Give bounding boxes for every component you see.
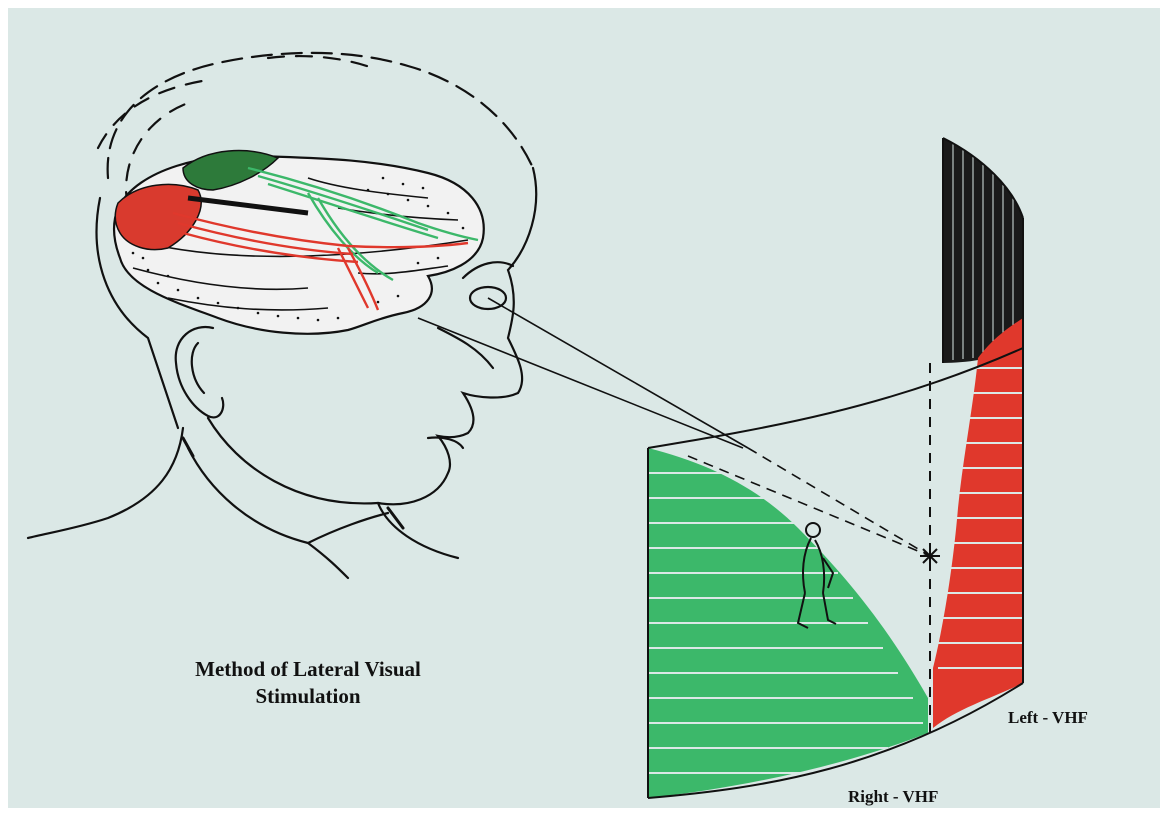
collar-shade (183, 438, 403, 528)
collar (188, 448, 388, 578)
brow (463, 262, 513, 278)
diagram-title: Method of Lateral Visual Stimulation (138, 656, 478, 710)
left-vhf-label: Left - VHF (1008, 708, 1088, 728)
visual-field-screen (648, 138, 1023, 798)
right-vhf-label: Right - VHF (848, 787, 938, 807)
title-line-2: Stimulation (138, 683, 478, 710)
lower-sight-line (418, 318, 743, 448)
illustration-sheet: Method of Lateral Visual Stimulation Lef… (8, 8, 1160, 808)
jaw-line (208, 418, 378, 503)
nose-bridge (438, 328, 493, 368)
ear (176, 327, 224, 417)
brain-drawing (114, 151, 484, 334)
ear-inner (192, 343, 204, 393)
title-line-1: Method of Lateral Visual (138, 656, 478, 683)
neck-back (28, 428, 183, 538)
upper-sight-line (488, 298, 748, 448)
